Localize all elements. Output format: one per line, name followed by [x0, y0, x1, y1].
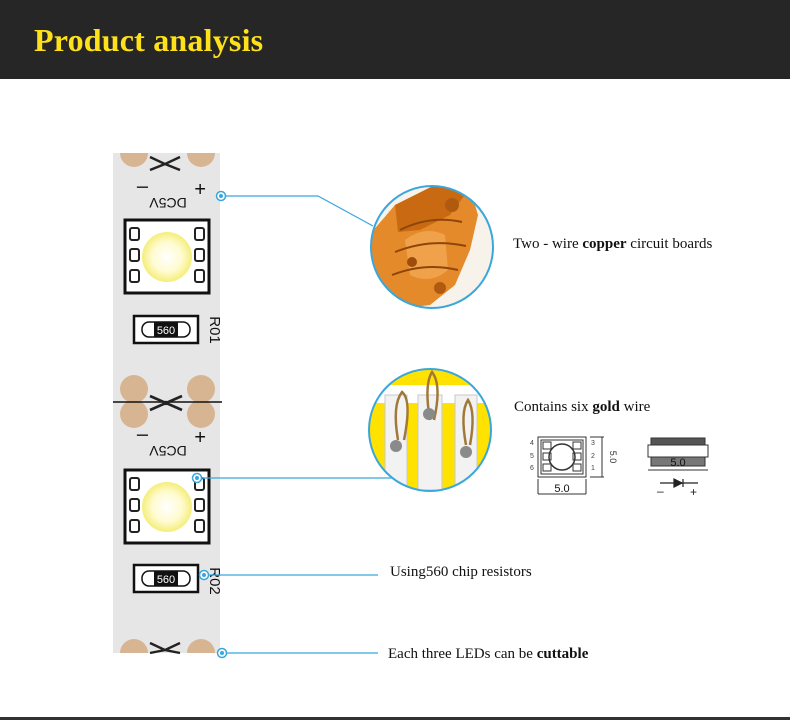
gold-callout-prefix: Contains six [514, 399, 593, 415]
solder-pads-top [120, 153, 215, 172]
minus-sign-1: – [136, 177, 148, 199]
callout-lines [197, 195, 392, 654]
copper-callout: Two - wire copper circuit boards [513, 236, 712, 253]
solder-pads-bottom [120, 639, 215, 655]
voltage-label-2: DC5V [149, 443, 187, 459]
resistor-r02: 560 R02 [132, 563, 223, 595]
polarity-minus: – [657, 484, 664, 498]
resistor-id-2: R02 [206, 567, 223, 595]
front-height-dimension: 5.0 [608, 451, 618, 464]
resistor-value-2: 560 [157, 574, 175, 586]
solder-pads-middle [113, 375, 222, 428]
pin-number-3: 3 [591, 440, 595, 447]
gold-callout-bold: gold [592, 399, 620, 415]
front-width-dimension: 5.0 [554, 483, 569, 495]
gold-wire-closeup [368, 368, 492, 492]
resistor-id-1: R01 [206, 316, 223, 344]
cuttable-callout-prefix: Each three LEDs can be [388, 646, 537, 662]
plus-sign-1: + [194, 177, 206, 199]
pin-number-2: 2 [591, 453, 595, 460]
cuttable-callout: Each three LEDs can be cuttable [388, 646, 588, 663]
page-title: Product analysis [34, 22, 264, 58]
pin-number-6: 6 [530, 465, 534, 472]
led-front-view-drawing [537, 436, 604, 495]
pin-number-5: 5 [530, 453, 534, 460]
copper-callout-suffix: circuit boards [626, 236, 713, 252]
resistor-r01: 560 R01 [132, 314, 223, 345]
resistor-value-1: 560 [157, 325, 175, 337]
pin-number-4: 4 [530, 440, 534, 447]
copper-callout-bold: copper [582, 236, 627, 252]
callout-dots [191, 190, 228, 659]
plus-sign-2: + [194, 425, 206, 447]
minus-sign-2: – [136, 425, 148, 447]
diode-polarity-symbol [660, 478, 698, 488]
resistor-callout-text: Using560 chip resistors [390, 564, 532, 580]
led-chip-1 [123, 218, 211, 295]
led-side-view-drawing [647, 437, 709, 471]
side-width-dimension: 5.0 [670, 457, 685, 469]
gold-callout-suffix: wire [619, 399, 651, 415]
cuttable-callout-bold: cuttable [536, 646, 589, 662]
header-bar: Product analysis [0, 0, 790, 79]
copper-callout-prefix: Two - wire [513, 236, 583, 252]
resistor-callout: Using560 chip resistors [390, 564, 532, 581]
gold-callout: Contains six gold wire [514, 399, 650, 416]
voltage-label-1: DC5V [149, 195, 187, 211]
polarity-plus: + [690, 485, 697, 499]
copper-board-closeup [370, 185, 494, 309]
pin-number-1: 1 [591, 465, 595, 472]
footer-divider [0, 717, 790, 720]
